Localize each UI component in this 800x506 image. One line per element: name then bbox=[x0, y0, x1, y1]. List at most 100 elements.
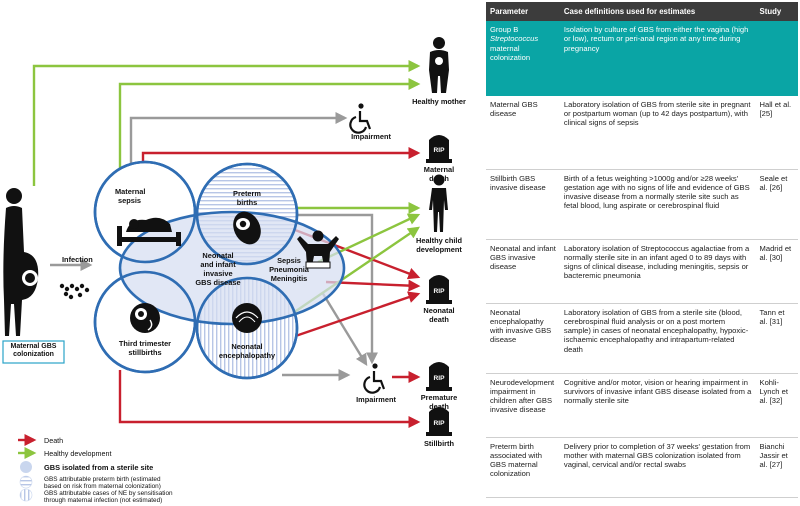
pregnant-woman-icon bbox=[3, 188, 39, 336]
table-row: Group B Streptococcus maternal colonizat… bbox=[486, 21, 798, 96]
header-parameter: Parameter bbox=[486, 2, 560, 21]
svg-text:RIP: RIP bbox=[434, 420, 446, 427]
table-row: Stillbirth GBS invasive disease Birth of… bbox=[486, 169, 798, 240]
label-healthy-mother: Healthy mother bbox=[412, 97, 466, 106]
table-row: Neonatal encephalopathy with invasive GB… bbox=[486, 303, 798, 374]
standing-child-icon bbox=[429, 174, 448, 232]
arrow-healthy-mother bbox=[32, 60, 421, 186]
legend-ne-label-2: through maternal infection (not estimate… bbox=[44, 497, 162, 504]
legend-sterile-swatch bbox=[20, 461, 32, 473]
label-infection: Infection bbox=[62, 255, 93, 264]
svg-text:RIP: RIP bbox=[434, 288, 446, 295]
row-study: Bianchi Jassir et al. [27] bbox=[755, 437, 798, 498]
legend-healthy-label: Healthy development bbox=[44, 449, 112, 458]
arrow-stillbirth bbox=[118, 370, 421, 428]
legend-sterile-label: GBS isolated from a sterile site bbox=[44, 463, 153, 472]
row-definition: Delivery prior to completion of 37 weeks… bbox=[559, 437, 756, 498]
label-healthy-child-1: Healthy child bbox=[416, 236, 462, 245]
fetus-icon bbox=[130, 303, 160, 333]
row-parameter: Neonatal encephalopathy with invasive GB… bbox=[486, 303, 560, 374]
label-sepsis: Sepsis bbox=[277, 256, 301, 265]
legend: Death Healthy development GBS isolated f… bbox=[18, 434, 173, 504]
label-impairment-top: Impairment bbox=[351, 132, 391, 141]
label-neonatal-enceph-1: Neonatal bbox=[231, 342, 262, 351]
label-third-trimester-2: stillbirths bbox=[128, 348, 161, 357]
row-definition: Cognitive and/or motor, vision or hearin… bbox=[559, 373, 756, 438]
tombstone-premature-death: RIP bbox=[426, 362, 452, 391]
label-meningitis: Meningitis bbox=[271, 274, 308, 283]
table-header-row: Parameter Case definitions used for esti… bbox=[486, 2, 798, 21]
row-study: Madrid et al. [30] bbox=[755, 239, 798, 304]
baby-head-icon bbox=[232, 303, 262, 333]
label-premature-death-1: Premature bbox=[421, 393, 458, 402]
legend-death-label: Death bbox=[44, 436, 63, 445]
row-definition: Laboratory isolation of GBS from sterile… bbox=[559, 95, 756, 170]
legend-preterm-swatch bbox=[19, 475, 33, 489]
table-row: Maternal GBS disease Laboratory isolatio… bbox=[486, 95, 798, 170]
row-definition: Laboratory isolation of Streptococcus ag… bbox=[559, 239, 756, 304]
row-study bbox=[755, 21, 798, 96]
label-preterm-1: Preterm bbox=[233, 189, 261, 198]
label-neonatal-death-2: death bbox=[429, 315, 449, 324]
row-definition: Birth of a fetus weighting >1000g and/or… bbox=[559, 169, 756, 240]
row-definition: Isolation by culture of GBS from either … bbox=[559, 21, 756, 96]
table-row: Preterm birth associated with GBS matern… bbox=[486, 437, 798, 498]
arrow-ne-neonatal-death bbox=[277, 291, 421, 344]
svg-text:RIP: RIP bbox=[434, 147, 446, 154]
label-neonatal-invasive-3: invasive bbox=[203, 269, 232, 278]
legend-preterm-label-1: GBS attributable preterm birth (estimate… bbox=[44, 476, 161, 483]
legend-ne-label-1: GBS attributable cases of NE by sensitis… bbox=[44, 490, 173, 497]
table-row: Neonatal and infant GBS invasive disease… bbox=[486, 239, 798, 304]
swaddled-baby-icon bbox=[233, 211, 261, 245]
mother-baby-icon bbox=[429, 37, 449, 93]
row-study: Tann et al. [31] bbox=[755, 303, 798, 374]
header-study: Study bbox=[755, 2, 798, 21]
maternal-colonization-label: Maternal GBS colonization bbox=[10, 343, 57, 359]
row-parameter: Preterm birth associated with GBS matern… bbox=[486, 437, 560, 498]
label-third-trimester-1: Third trimester bbox=[119, 339, 171, 348]
legend-ne-swatch bbox=[19, 488, 33, 502]
arrow-sepsis-healthy-mother bbox=[118, 78, 421, 200]
arrow-preterm-impairment bbox=[270, 213, 378, 365]
label-neonatal-invasive-2: and infant bbox=[200, 260, 236, 269]
row-parameter: Neonatal and infant GBS invasive disease bbox=[486, 239, 560, 304]
maternal-colonization-box: Maternal GBS colonization bbox=[2, 340, 65, 364]
arrow-sepsis-impairment-bottom bbox=[320, 291, 368, 367]
svg-text:RIP: RIP bbox=[434, 375, 446, 382]
row-parameter: Stillbirth GBS invasive disease bbox=[486, 169, 560, 240]
label-preterm-2: births bbox=[237, 198, 258, 207]
wheelchair-icon-bottom bbox=[363, 363, 386, 394]
label-neonatal-death-1: Neonatal bbox=[423, 306, 454, 315]
label-maternal-sepsis-2: sepsis bbox=[118, 196, 141, 205]
legend-preterm-label-2: based on risk from maternal colonization… bbox=[44, 483, 161, 490]
row-parameter: Group B Streptococcus maternal colonizat… bbox=[486, 21, 560, 96]
label-healthy-child-2: development bbox=[416, 245, 462, 254]
label-stillbirth: Stillbirth bbox=[424, 439, 454, 448]
row-study: Hall et al. [25] bbox=[755, 95, 798, 170]
label-neonatal-invasive-4: GBS disease bbox=[195, 278, 240, 287]
label-maternal-death-2: death bbox=[429, 174, 449, 183]
label-maternal-death-1: Maternal bbox=[424, 165, 454, 174]
label-pneumonia: Pneumonia bbox=[269, 265, 310, 274]
row-study: Seale et al. [26] bbox=[755, 169, 798, 240]
label-maternal-sepsis-1: Maternal bbox=[115, 187, 145, 196]
label-neonatal-invasive-1: Neonatal bbox=[202, 251, 233, 260]
label-impairment-bottom: Impairment bbox=[356, 395, 396, 404]
label-neonatal-enceph-2: encephalopathy bbox=[219, 351, 276, 360]
tombstone-neonatal-death: RIP bbox=[426, 275, 452, 304]
hospital-bed-icon bbox=[117, 217, 181, 246]
bacteria-icon bbox=[59, 283, 90, 300]
row-definition: Laboratory isolation of GBS from a steri… bbox=[559, 303, 756, 374]
wheelchair-icon-top bbox=[349, 103, 372, 134]
label-premature-death-2: death bbox=[429, 402, 449, 411]
tombstone-maternal-death: RIP bbox=[426, 135, 452, 163]
header-case-definitions: Case definitions used for estimates bbox=[559, 2, 756, 21]
table-row: Neurodevelopment impairment in children … bbox=[486, 373, 798, 438]
row-study: Kohli-Lynch et al. [32] bbox=[755, 373, 798, 438]
child-figure-icon bbox=[297, 230, 339, 269]
gbs-pathway-diagram: RIP RIP RIP RIP Healthy mother Impairmen… bbox=[2, 37, 466, 504]
row-parameter: Neurodevelopment impairment in children … bbox=[486, 373, 560, 438]
diagram-labels: Healthy mother Impairment Maternal death… bbox=[62, 97, 466, 448]
row-parameter: Maternal GBS disease bbox=[486, 95, 560, 170]
tombstone-stillbirth: RIP bbox=[426, 407, 452, 436]
